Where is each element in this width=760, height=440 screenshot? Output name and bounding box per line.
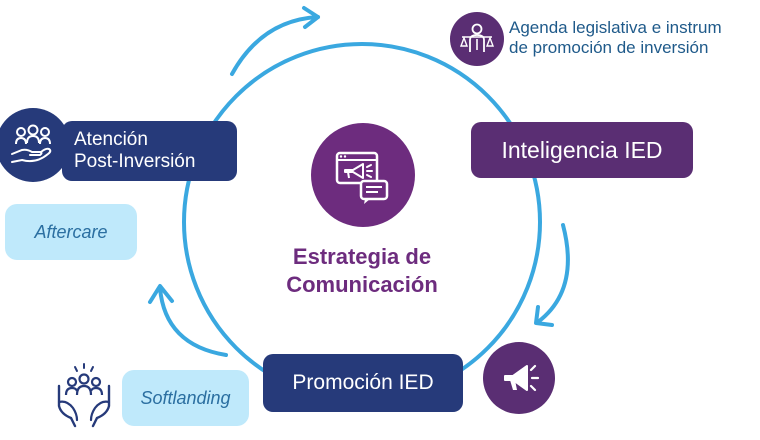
- center-title-line2: Comunicación: [286, 272, 438, 297]
- agenda-icon-circle: [450, 12, 504, 66]
- center-icon-circle: [311, 123, 415, 227]
- justice-person-icon: [459, 23, 495, 52]
- arrow-right: [536, 223, 570, 324]
- atencion-label-line2: Post-Inversión: [74, 151, 196, 172]
- agenda-label-line1: Agenda legislativa e instrum: [509, 18, 722, 37]
- atencion-icon-circle: [0, 108, 70, 182]
- agenda-label: Agenda legislativa e instrum de promoció…: [509, 18, 722, 58]
- softlanding-node: Softlanding: [122, 370, 249, 426]
- monitor-megaphone-icon: [335, 151, 389, 204]
- atencion-label-line1: Atención: [74, 129, 148, 150]
- inteligencia-ied-label: Inteligencia IED: [501, 136, 663, 163]
- hands-community-icon: [57, 363, 111, 428]
- arrow-left: [158, 286, 228, 357]
- softlanding-label: Softlanding: [140, 387, 231, 408]
- atencion-post-inversion-node: Atención Post-Inversión: [62, 121, 237, 181]
- center-title: Estrategia de Comunicación: [232, 243, 492, 299]
- promocion-ied-label: Promoción IED: [292, 371, 434, 394]
- promocion-icon-circle: [483, 342, 555, 414]
- promocion-ied-node: Promoción IED: [263, 354, 463, 412]
- hand-people-icon: [11, 124, 52, 163]
- center-title-line1: Estrategia de: [292, 244, 432, 269]
- inteligencia-ied-node: Inteligencia IED: [471, 122, 693, 178]
- arrow-top: [230, 15, 320, 76]
- aftercare-label: Aftercare: [34, 221, 108, 242]
- aftercare-node: Aftercare: [5, 204, 137, 260]
- megaphone-icon: [504, 364, 540, 392]
- agenda-label-line2: de promoción de inversión: [509, 38, 709, 57]
